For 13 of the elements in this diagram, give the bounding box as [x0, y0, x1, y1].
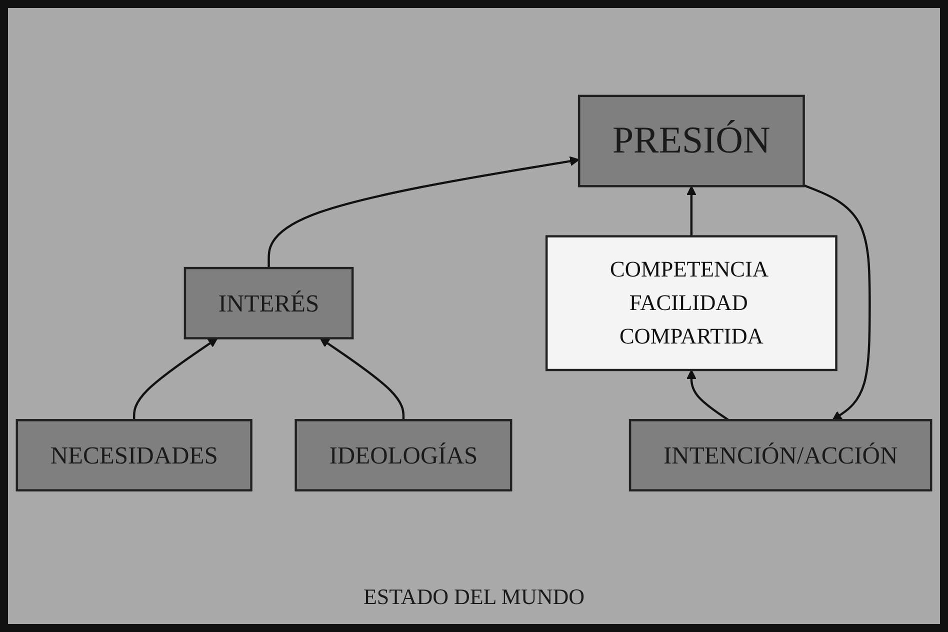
node-box: PRESIÓN	[578, 94, 805, 188]
arrow	[686, 369, 730, 421]
arrow	[268, 156, 580, 268]
caption-text: ESTADO DEL MUNDO	[363, 583, 585, 611]
node-box: INTERÉS	[184, 266, 354, 340]
node-box: COMPETENCIA FACILIDAD COMPARTIDA	[545, 235, 838, 371]
node-box: INTENCIÓN/ACCIÓN	[628, 418, 932, 492]
node-box: NECESIDADES	[16, 418, 252, 492]
arrow	[320, 338, 405, 420]
node-box: IDEOLOGÍAS	[294, 418, 512, 492]
arrow	[803, 184, 871, 420]
arrow	[132, 338, 218, 420]
arrow	[686, 186, 696, 236]
